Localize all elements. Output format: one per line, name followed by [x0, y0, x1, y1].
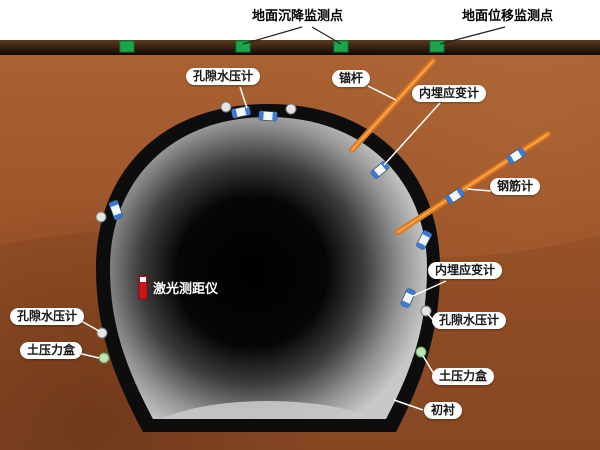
label-pore-water-left: 孔隙水压计	[10, 308, 85, 325]
label-earth-pressure-right: 土压力盒	[432, 368, 495, 385]
anchor-bolt-rod	[349, 58, 436, 153]
tunnel-interior	[110, 117, 427, 419]
pore-sensor-left-lower	[96, 327, 108, 339]
ground-surface-band	[0, 40, 600, 55]
pore-sensor-right	[420, 305, 432, 317]
label-pore-water-top: 孔隙水压计	[186, 68, 261, 85]
pore-sensor-left-upper	[95, 211, 107, 223]
settlement-marker-1	[119, 40, 135, 53]
label-strain-gauge-right: 内埋应变计	[428, 262, 503, 279]
leader-lines	[75, 26, 506, 411]
sky-strip	[0, 0, 600, 40]
label-rebar-gauge: 钢筋计	[490, 178, 541, 195]
strain-gauge-crown-right	[258, 110, 278, 122]
pore-sensor-top-left	[220, 101, 232, 113]
surface-markers	[119, 40, 445, 53]
earth-pressure-cells	[98, 346, 427, 364]
earth-pressure-cell-left	[98, 352, 110, 364]
laser-rangefinder-icon	[138, 275, 148, 300]
label-laser-rangefinder: 激光测距仪	[153, 281, 219, 296]
earth-pressure-cell-right	[415, 346, 427, 358]
label-anchor-bolt: 锚杆	[332, 70, 371, 87]
rebar-gauge-rod	[395, 131, 551, 235]
label-ground-displacement: 地面位移监测点	[462, 8, 554, 23]
pore-pressure-sensors	[95, 101, 432, 339]
label-earth-pressure-left: 土压力盒	[20, 342, 83, 359]
label-ground-settlement: 地面沉降监测点	[252, 8, 344, 23]
label-initial-lining: 初衬	[424, 402, 463, 419]
label-strain-gauge-upper: 内埋应变计	[412, 85, 487, 102]
settlement-marker-2	[235, 40, 251, 53]
displacement-marker	[429, 40, 445, 53]
label-pore-water-right: 孔隙水压计	[432, 312, 507, 329]
settlement-marker-3	[333, 40, 349, 53]
pore-sensor-top-right	[285, 103, 297, 115]
